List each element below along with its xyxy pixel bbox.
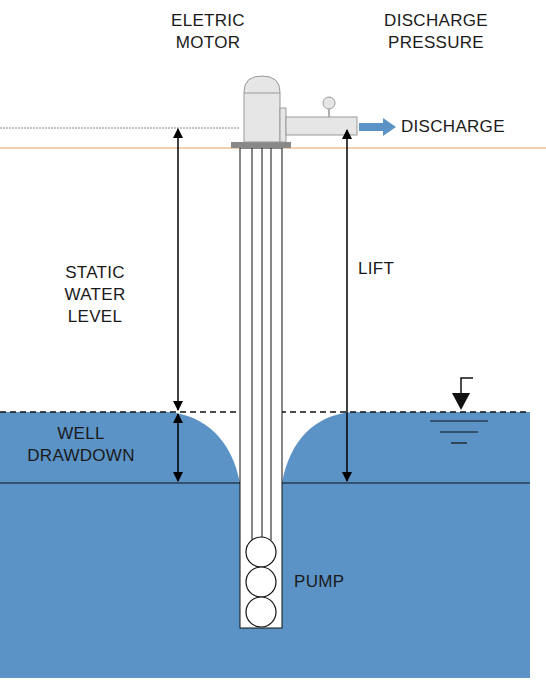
pump-stage [246, 597, 276, 627]
water-level-symbol [461, 378, 473, 393]
drawdown-arrow [177, 414, 179, 481]
water-level-symbol [452, 393, 470, 410]
static-level-arrow [177, 129, 179, 410]
well-casing [240, 148, 282, 628]
pump-stage [246, 537, 276, 567]
discharge-head [280, 108, 286, 142]
drawdown-label: WELL DRAWDOWN [26, 423, 136, 467]
pressure-gauge [323, 97, 335, 109]
pump-label: PUMP [294, 571, 344, 593]
lift-arrow [346, 130, 348, 481]
discharge-arrow [359, 118, 396, 136]
motor-band [244, 93, 280, 94]
column-pipe [271, 148, 272, 540]
discharge-label: DISCHARGE [401, 116, 505, 138]
motor-body [244, 76, 280, 142]
motor-label: ELETRIC MOTOR [156, 10, 260, 54]
column-pipe [262, 148, 263, 540]
pump-stage [246, 567, 276, 597]
column-pipe [252, 148, 253, 540]
pressure-label: DISCHARGE PRESSURE [380, 10, 492, 54]
datum-line [0, 128, 240, 129]
static-level-label: STATIC WATER LEVEL [35, 262, 155, 328]
lift-label: LIFT [358, 258, 394, 280]
water-level-symbol [440, 431, 478, 432]
water-level-symbol [430, 420, 488, 421]
base-plate [231, 142, 291, 148]
water-level-symbol [451, 442, 467, 443]
